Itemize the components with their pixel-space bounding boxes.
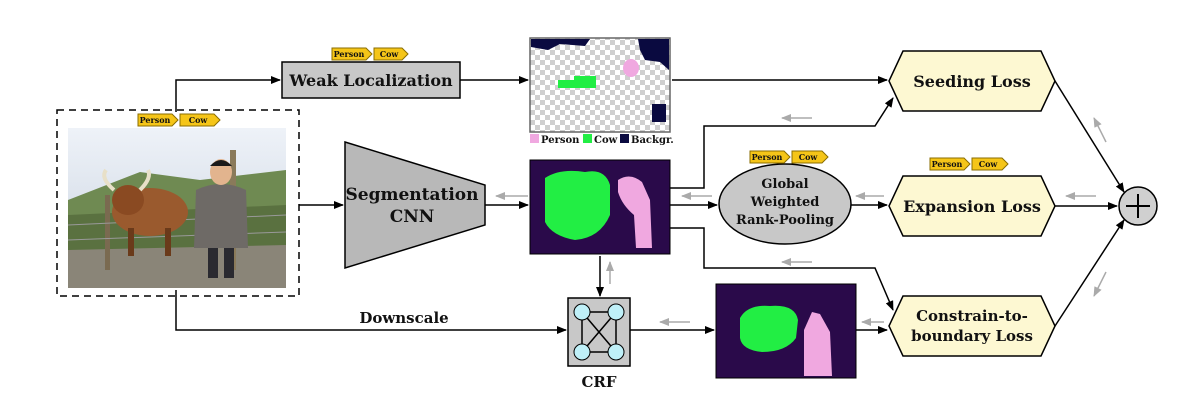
global-pooling-label-2: Weighted <box>750 195 820 210</box>
expansion-tag-cow-label: Cow <box>979 159 999 169</box>
arrow-input-to-weak <box>175 76 281 112</box>
legend-swatch-cow <box>583 134 592 143</box>
seeding-loss-node: Seeding Loss <box>888 50 1056 112</box>
arrow-mask-to-constrain <box>670 227 894 311</box>
crf-node <box>567 297 631 367</box>
pooling-tag-person-label: Person <box>752 152 783 162</box>
arrow-seeding-to-sum <box>1054 80 1125 193</box>
arrow-mask-to-seeding <box>670 97 894 189</box>
input-photo <box>67 128 287 288</box>
back-arrow-from-sum-constrain <box>1093 271 1107 297</box>
weak-localization-label: Weak Localization <box>288 71 453 90</box>
seed-map <box>529 37 671 133</box>
crf-label: CRF <box>581 373 616 391</box>
legend-swatch-person <box>530 134 539 143</box>
input-dashed-frame <box>56 109 300 297</box>
legend-swatch-background <box>620 134 629 143</box>
constrain-loss-node: Constrain-to- boundary Loss <box>888 295 1056 357</box>
legend-person-label: Person <box>541 135 580 146</box>
input-tag-person-label: Person <box>140 115 171 125</box>
pooling-tag-cow: Cow <box>791 150 829 164</box>
expansion-loss-node: Expansion Loss <box>888 175 1056 237</box>
weak-tag-person-label: Person <box>334 49 365 59</box>
weak-tag-cow-label: Cow <box>380 49 400 59</box>
segmentation-mask <box>529 159 671 255</box>
segmentation-cnn-node: Segmentation CNN <box>344 140 486 270</box>
back-arrow-from-sum-seeding <box>1093 117 1107 143</box>
legend-background-label: Backgr. <box>631 135 674 146</box>
sum-node <box>1118 186 1158 226</box>
global-pooling-label-3: Rank-Pooling <box>736 213 834 228</box>
segmentation-cnn-label-1: Segmentation <box>345 185 478 205</box>
seed-legend: Person Cow Backgr. <box>530 134 674 146</box>
pooling-tag-person: Person <box>749 150 791 164</box>
segmentation-cnn-label-2: CNN <box>390 207 435 227</box>
global-pooling-node: Global Weighted Rank-Pooling <box>718 163 852 245</box>
arrow-constrain-to-sum <box>1054 219 1125 327</box>
input-tag-cow-label: Cow <box>189 115 209 125</box>
expansion-loss-label: Expansion Loss <box>903 197 1041 216</box>
expansion-tag-person: Person <box>929 157 971 171</box>
weak-tag-person: Person <box>331 47 373 61</box>
seeding-loss-label: Seeding Loss <box>913 72 1031 91</box>
input-tag-cow: Cow <box>179 113 221 127</box>
downscale-label: Downscale <box>359 309 448 327</box>
weak-localization-node: Weak Localization <box>281 61 461 99</box>
input-tag-person: Person <box>137 113 179 127</box>
input-image-group: Person Cow <box>56 109 300 297</box>
legend-cow-label: Cow <box>594 135 618 146</box>
backward-arrows <box>495 114 1107 326</box>
crf-output-mask <box>715 283 857 379</box>
global-pooling-label-1: Global <box>761 177 808 192</box>
expansion-tag-person-label: Person <box>932 159 963 169</box>
expansion-tag-cow: Cow <box>971 157 1009 171</box>
constrain-loss-label-1: Constrain-to- <box>916 307 1028 325</box>
forward-arrows <box>175 76 1125 334</box>
pooling-tag-cow-label: Cow <box>799 152 819 162</box>
constrain-loss-label-2: boundary Loss <box>911 327 1033 345</box>
weak-tag-cow: Cow <box>373 47 409 61</box>
arrow-input-downscale-to-crf <box>175 290 567 334</box>
